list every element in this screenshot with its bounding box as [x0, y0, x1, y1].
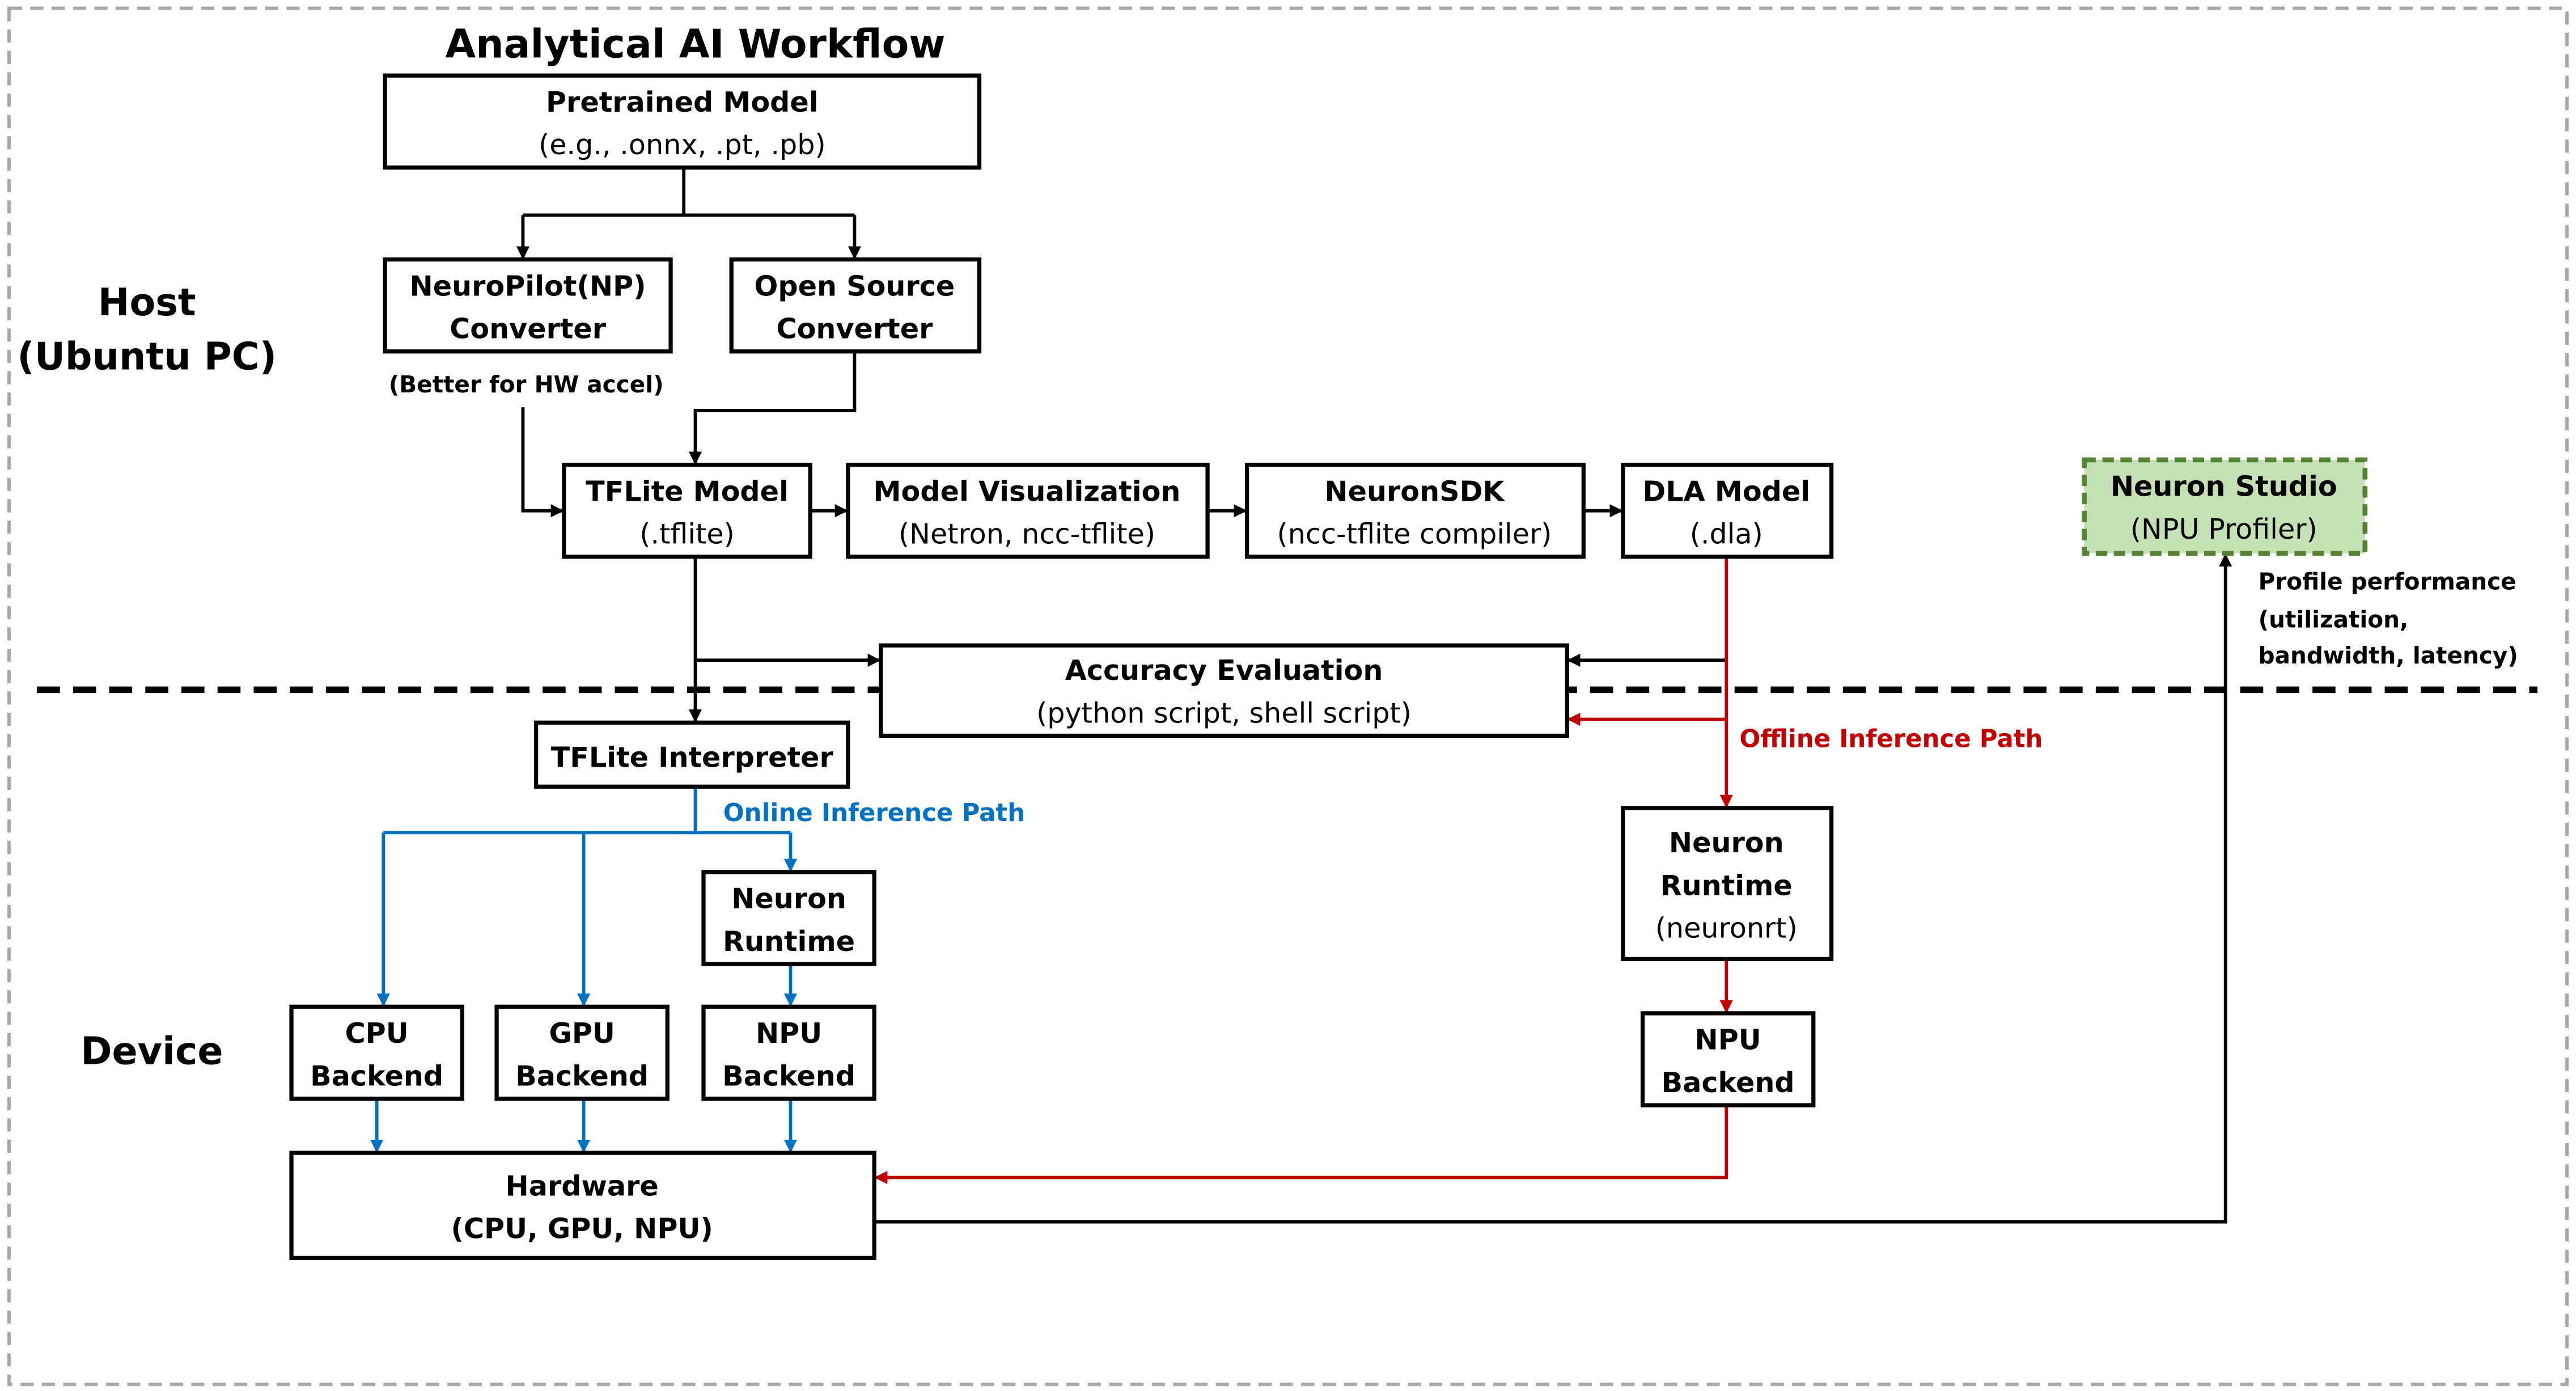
svg-text:Neuron: Neuron	[731, 882, 846, 915]
svg-text:Backend: Backend	[515, 1059, 649, 1092]
svg-text:Open Source: Open Source	[755, 269, 955, 302]
online-inference-path-label: Online Inference Path	[723, 799, 1025, 827]
svg-text:Model Visualization: Model Visualization	[874, 475, 1181, 508]
open-source-converter-box: Open Source Converter	[729, 257, 982, 354]
accuracy-evaluation-box: Accuracy Evaluation (python script, shel…	[879, 643, 1569, 738]
svg-text:Accuracy Evaluation: Accuracy Evaluation	[1065, 654, 1383, 687]
svg-text:TFLite Interpreter: TFLite Interpreter	[551, 741, 834, 773]
svg-text:Neuron Studio: Neuron Studio	[2111, 470, 2337, 503]
svg-text:NeuroPilot(NP): NeuroPilot(NP)	[410, 269, 646, 302]
gpu-backend-box: GPU Backend	[494, 1004, 670, 1101]
svg-text:(neuronrt): (neuronrt)	[1655, 912, 1798, 945]
svg-text:Hardware: Hardware	[506, 1169, 659, 1202]
svg-text:Backend: Backend	[1662, 1066, 1795, 1099]
svg-text:CPU: CPU	[345, 1017, 409, 1050]
neuronsdk-box: NeuronSDK (ncc-tflite compiler)	[1244, 462, 1586, 559]
svg-text:Backend: Backend	[722, 1059, 855, 1092]
tflite-model-box: TFLite Model (.tflite)	[562, 462, 812, 559]
svg-text:(.tflite): (.tflite)	[639, 518, 735, 551]
device-label: Device	[80, 1029, 223, 1073]
svg-text:(python script, shell script): (python script, shell script)	[1036, 696, 1412, 729]
svg-text:(utilization,: (utilization,	[2259, 606, 2409, 633]
svg-text:Pretrained Model: Pretrained Model	[546, 86, 819, 119]
neuron-studio-box: Neuron Studio (NPU Profiler)	[2082, 457, 2368, 556]
npu-backend-offline-box: NPU Backend	[1640, 1011, 1816, 1107]
svg-text:NeuronSDK: NeuronSDK	[1324, 475, 1505, 508]
svg-text:Neuron: Neuron	[1669, 826, 1784, 859]
npu-backend-online-box: NPU Backend	[701, 1004, 876, 1101]
host-sublabel: (Ubuntu PC)	[17, 335, 277, 379]
svg-text:Runtime: Runtime	[723, 925, 855, 958]
offline-inference-path-label: Offline Inference Path	[1739, 725, 2043, 754]
tflite-interpreter-box: TFLite Interpreter	[533, 720, 850, 789]
hw-accel-note: (Better for HW accel)	[389, 371, 664, 398]
svg-text:Converter: Converter	[450, 312, 607, 345]
svg-text:(ncc-tflite compiler): (ncc-tflite compiler)	[1277, 518, 1552, 551]
np-converter-box: NeuroPilot(NP) Converter	[383, 257, 673, 354]
outer-frame	[7, 6, 2569, 1386]
neuron-runtime-online-box: Neuron Runtime	[701, 870, 876, 966]
svg-text:Backend: Backend	[310, 1059, 443, 1092]
dla-model-box: DLA Model (.dla)	[1621, 462, 1834, 559]
svg-text:GPU: GPU	[549, 1017, 615, 1050]
model-visualization-box: Model Visualization (Netron, ncc-tflite)	[846, 462, 1210, 559]
svg-text:(.dla): (.dla)	[1690, 518, 1763, 551]
svg-text:(e.g., .onnx, .pt, .pb): (e.g., .onnx, .pt, .pb)	[539, 128, 826, 161]
neuron-runtime-offline-box: Neuron Runtime (neuronrt)	[1621, 806, 1834, 961]
connectors	[370, 167, 2232, 1224]
svg-text:NPU: NPU	[1695, 1024, 1761, 1056]
svg-text:Profile performance: Profile performance	[2259, 568, 2516, 595]
svg-text:bandwidth, latency): bandwidth, latency)	[2259, 642, 2518, 669]
host-label: Host	[98, 280, 196, 324]
profile-note: Profile performance (utilization, bandwi…	[2259, 568, 2518, 669]
hardware-box: Hardware (CPU, GPU, NPU)	[289, 1151, 876, 1261]
svg-text:Runtime: Runtime	[1660, 869, 1793, 902]
svg-text:(NPU Profiler): (NPU Profiler)	[2130, 513, 2317, 546]
svg-text:Converter: Converter	[776, 312, 933, 345]
svg-text:(CPU, GPU, NPU): (CPU, GPU, NPU)	[451, 1212, 713, 1245]
svg-text:TFLite Model: TFLite Model	[586, 475, 789, 508]
svg-text:NPU: NPU	[756, 1017, 822, 1050]
pretrained-model-box: Pretrained Model (e.g., .onnx, .pt, .pb)	[383, 73, 982, 170]
svg-text:DLA Model: DLA Model	[1642, 475, 1810, 508]
cpu-backend-box: CPU Backend	[289, 1004, 464, 1101]
diagram-title: Analytical AI Workflow	[445, 21, 945, 67]
svg-text:(Netron, ncc-tflite): (Netron, ncc-tflite)	[899, 518, 1155, 551]
